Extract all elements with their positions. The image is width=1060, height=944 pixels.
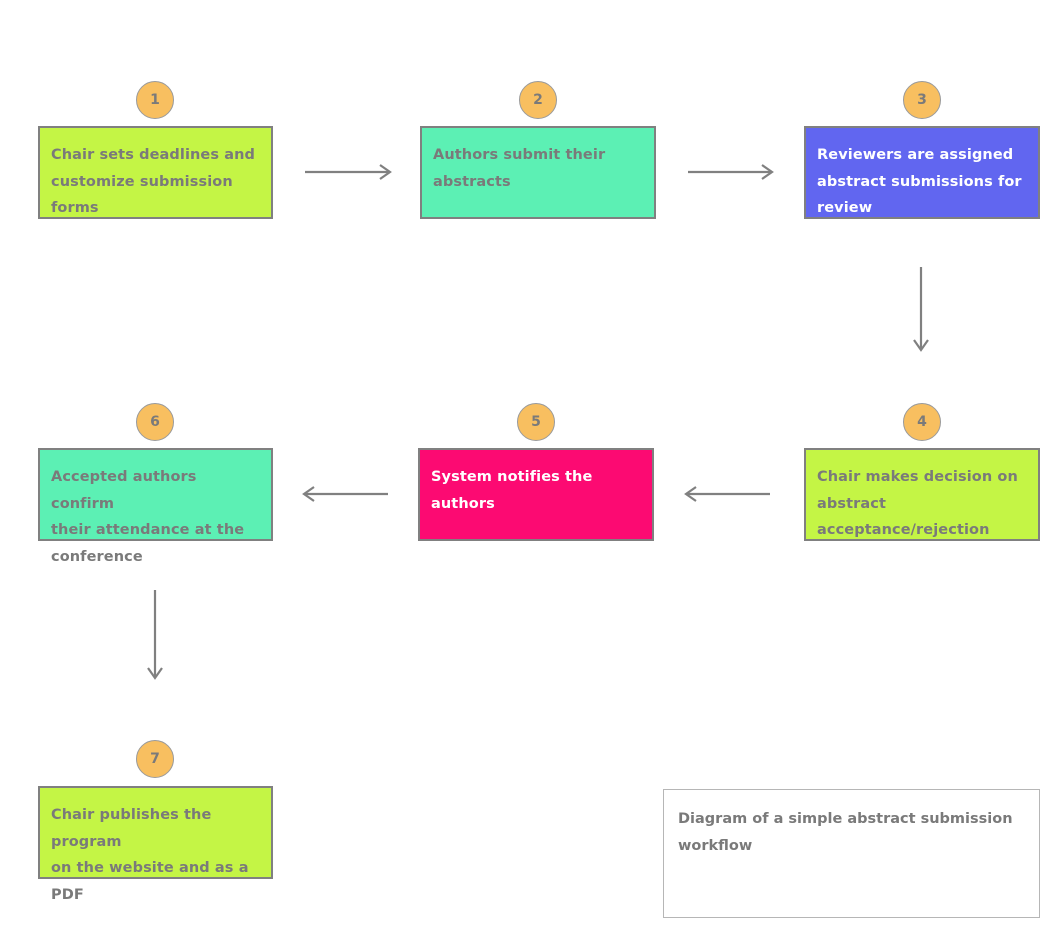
step-box-3-label: Reviewers are assigned abstract submissi… (817, 147, 1022, 217)
step-box-1-label: Chair sets deadlines and customize submi… (51, 147, 256, 217)
step-box-4[interactable]: Chair makes decision on abstract accepta… (804, 448, 1040, 541)
step-box-3[interactable]: Reviewers are assigned abstract submissi… (804, 126, 1040, 219)
edge-5-to-6 (302, 486, 388, 502)
edge-2-to-3 (688, 164, 774, 180)
step-box-6-label: Accepted authors confirm their attendanc… (51, 469, 245, 565)
edge-3-to-4 (913, 267, 929, 352)
step-badge-6: 6 (136, 403, 174, 441)
caption-text: Diagram of a simple abstract submission … (678, 811, 1013, 854)
step-badge-7-number: 7 (150, 751, 160, 767)
edge-1-to-2 (305, 164, 392, 180)
edge-6-to-7 (147, 590, 163, 680)
step-badge-1-number: 1 (150, 92, 160, 108)
step-box-7-label: Chair publishes the program on the websi… (51, 807, 249, 903)
step-badge-3: 3 (903, 81, 941, 119)
step-box-2-label: Authors submit their abstracts (433, 147, 606, 190)
step-badge-7: 7 (136, 740, 174, 778)
step-badge-6-number: 6 (150, 414, 160, 430)
step-box-5-label: System notifies the authors (431, 469, 593, 512)
step-box-7[interactable]: Chair publishes the program on the websi… (38, 786, 273, 903)
step-box-2[interactable]: Authors submit their abstracts (420, 126, 656, 219)
step-box-1[interactable]: Chair sets deadlines and customize submi… (38, 126, 273, 219)
step-box-6[interactable]: Accepted authors confirm their attendanc… (38, 448, 273, 565)
step-badge-4-number: 4 (917, 414, 927, 430)
caption-box: Diagram of a simple abstract submission … (663, 789, 1040, 918)
step-badge-5: 5 (517, 403, 555, 441)
step-box-5[interactable]: System notifies the authors (418, 448, 654, 541)
step-badge-1: 1 (136, 81, 174, 119)
step-box-4-label: Chair makes decision on abstract accepta… (817, 469, 1018, 539)
step-badge-5-number: 5 (531, 414, 541, 430)
step-badge-4: 4 (903, 403, 941, 441)
step-badge-2-number: 2 (533, 92, 543, 108)
edge-4-to-5 (684, 486, 770, 502)
step-badge-3-number: 3 (917, 92, 927, 108)
step-badge-2: 2 (519, 81, 557, 119)
